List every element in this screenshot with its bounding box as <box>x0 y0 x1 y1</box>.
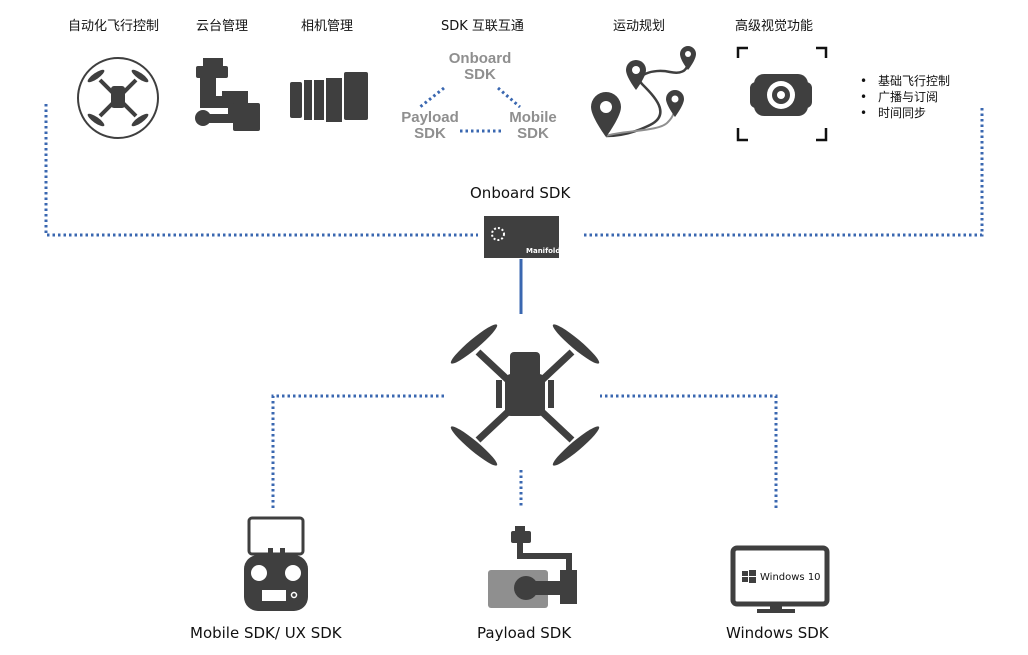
payload-gimbal-icon <box>488 526 577 608</box>
label-auto-flight: 自动化飞行控制 <box>68 19 160 34</box>
bullet-dot: • <box>860 106 868 120</box>
central-drone-icon <box>450 324 600 466</box>
camera-icon <box>290 72 368 122</box>
map-pin-medium <box>626 60 646 90</box>
windows-logo-icon <box>742 570 756 583</box>
label-onboard-sdk: Onboard SDK <box>470 184 571 202</box>
gimbal-icon <box>195 58 260 131</box>
bullet-text: 基础飞行控制 <box>878 74 951 88</box>
sdk-interop-dots-right <box>497 86 521 109</box>
bullet-dot: • <box>860 90 868 104</box>
label-camera: 相机管理 <box>301 19 354 34</box>
sdk-onboard-text: Onboard SDK <box>440 51 520 83</box>
left-bracket-connector <box>44 104 478 237</box>
bullet-text: 广播与订阅 <box>878 90 939 104</box>
label-payload-sdk: Payload SDK <box>477 624 572 642</box>
label-sdk-interop: SDK 互联互通 <box>441 19 524 34</box>
bullet-item: • 广播与订阅 <box>860 89 950 105</box>
mobile-connector <box>271 394 445 508</box>
manifold-device <box>484 216 559 258</box>
sdk-payload-text: Payload SDK <box>393 110 467 142</box>
map-pin-small <box>680 46 696 70</box>
label-mobile-sdk: Mobile SDK/ UX SDK <box>190 624 342 642</box>
sdk-mobile-line: Mobile SDK <box>509 109 557 142</box>
manifold-text: Manifold <box>526 247 561 255</box>
advanced-vision-icon <box>736 46 828 142</box>
dotted-connectors <box>44 86 984 508</box>
sdk-mobile-text: Mobile SDK <box>498 110 568 142</box>
windows-connector <box>600 394 778 508</box>
advanced-vision-bullet-list: • 基础飞行控制 • 广播与订阅 • 时间同步 <box>860 73 950 121</box>
windows-monitor-icon <box>730 545 830 613</box>
sdk-onboard-line: Onboard SDK <box>448 50 512 83</box>
motion-planning-icon <box>591 46 696 138</box>
label-motion-planning: 运动规划 <box>613 19 666 34</box>
map-pin-large <box>591 92 621 137</box>
map-pin-mid2 <box>666 90 684 117</box>
bullet-dot: • <box>860 74 868 88</box>
remote-controller-icon <box>244 516 308 611</box>
right-bracket-connector <box>583 108 984 237</box>
windows-screen-text: Windows 10 <box>760 572 821 583</box>
bullet-text: 时间同步 <box>878 106 927 120</box>
label-gimbal: 云台管理 <box>196 19 249 34</box>
bullet-item: • 时间同步 <box>860 105 950 121</box>
auto-flight-icon <box>77 57 159 139</box>
label-windows-sdk: Windows SDK <box>726 624 829 642</box>
label-advanced-vision: 高级视觉功能 <box>735 19 814 34</box>
sdk-payload-line: Payload SDK <box>401 109 459 142</box>
sdk-interop-dots-left <box>419 86 445 109</box>
bullet-item: • 基础飞行控制 <box>860 73 950 89</box>
